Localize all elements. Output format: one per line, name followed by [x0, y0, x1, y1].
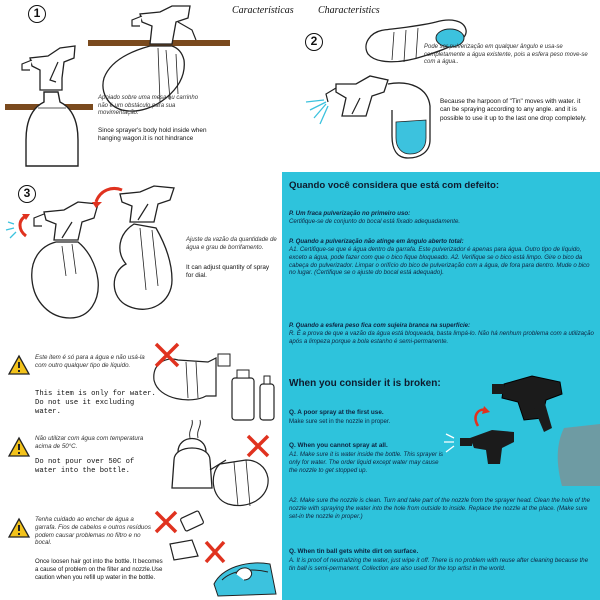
step-3-text-en: It can adjust quantity of spray for dial…: [186, 264, 270, 280]
en-question-1: Q. A poor spray at the first use.: [289, 409, 384, 416]
step-1-text-pt: Apoiado sobre uma mesa ou carrinho não é…: [98, 95, 199, 116]
pt-answer-1: Certifique-se de conjunto do bocal está …: [289, 218, 461, 225]
pt-question-1: P. Um fraca pulverização no primeiro uso…: [289, 210, 411, 217]
pt-answer-2: A1. Certifique-se que é água dentro da g…: [289, 246, 590, 277]
warning-icon: [7, 436, 31, 457]
panel-sprayer-illustration: [444, 375, 600, 486]
step-3-number: 3: [18, 185, 36, 203]
warning-3-text-pt: Tenha cuidado ao encher de água a garraf…: [35, 516, 151, 547]
en-answer-1: Make sure set in the nozzle in proper.: [289, 418, 391, 425]
step-2-number: 2: [305, 33, 323, 51]
pt-question-2: P. Quando a pulverização não atinge em â…: [289, 238, 464, 245]
step-1-text-en: Since sprayer's body hold inside when ha…: [98, 127, 207, 143]
warning-1-text-pt: Este item é só para a água e não usá-la …: [35, 354, 145, 369]
step-2-illustration: [305, 19, 467, 159]
en-question-2: Q. When you cannot spray at all.: [289, 442, 388, 449]
warning-1-illustration: [153, 342, 275, 421]
en-question-4: Q. When tin ball gets white dirt on surf…: [289, 548, 419, 555]
warning-2-text-en: Do not pour over 50C of water into the b…: [35, 458, 135, 475]
pt-answer-3: R. É a prova de que a vazão da água está…: [289, 330, 594, 345]
panel-title-pt: Quando você considera que está com defei…: [289, 180, 500, 191]
warning-icon: [7, 517, 31, 538]
step-3-text-pt: Ajuste da vazão da quantidade de água e …: [186, 237, 277, 251]
en-answer-2: A1. Make sure it is water inside the bot…: [289, 451, 444, 474]
header-title-en: Characteristics: [318, 5, 380, 16]
step-1-illustration: [5, 5, 230, 167]
panel-title-en: When you consider it is broken:: [289, 378, 441, 389]
step-3-illustration: [5, 185, 175, 319]
pt-question-3: P. Quando a esfera peso fica com sujeira…: [289, 322, 471, 329]
warning-1-text-en: This item is only for water. Do not use …: [35, 390, 156, 416]
header-title-pt: Características: [232, 5, 294, 16]
troubleshooting-panel: Quando você considera que está com defei…: [282, 172, 600, 600]
warning-3-illustration: [154, 510, 277, 597]
warning-3-text-en: Once loosen hair got into the bottle. It…: [35, 558, 163, 581]
en-answer-4: A. It is proof of neutralizing the water…: [289, 557, 589, 572]
warning-2-illustration: [171, 419, 270, 507]
step-2-text-en: Because the harpoon of "Tin" moves with …: [440, 98, 587, 122]
step-2-text-pt: Pode ser pulverização em qualquer ângulo…: [424, 44, 588, 65]
warning-2-text-pt: Não utilizar com água com temperatura ac…: [35, 435, 144, 450]
warning-icon: [7, 354, 31, 375]
step-1-number: 1: [28, 5, 46, 23]
en-answer-3: A2. Make sure the nozzle is clean. Turn …: [289, 497, 591, 520]
